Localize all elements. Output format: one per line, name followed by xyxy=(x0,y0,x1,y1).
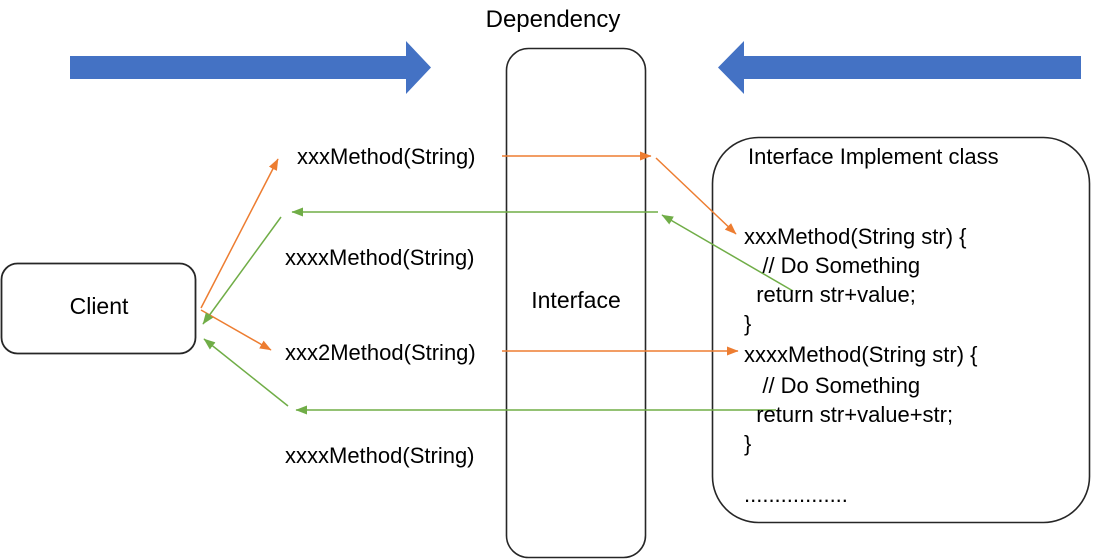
implementation-ellipsis: ................. xyxy=(744,482,848,507)
return-arrow-method1-to-interface xyxy=(661,214,794,292)
method-2-return: return str+value+str; xyxy=(744,402,954,427)
diagram-title: Dependency xyxy=(485,6,621,33)
call-label-1: xxxMethod(String) xyxy=(297,144,476,169)
call-arrow-client-to-label2 xyxy=(200,309,272,351)
call-label-2: xxx2Method(String) xyxy=(285,340,476,365)
left-dependency-arrow xyxy=(70,41,431,94)
method-1-signature: xxxMethod(String str) { xyxy=(744,224,967,249)
call-arrow-interface-to-method1 xyxy=(655,157,737,235)
client-box xyxy=(0,262,197,355)
implementation-title: Interface Implement class xyxy=(748,144,999,169)
implementation-box xyxy=(711,136,1091,524)
method-1-return: return str+value; xyxy=(744,282,916,307)
call-arrow-client-to-label1 xyxy=(200,158,279,309)
method-1-comment: // Do Something xyxy=(744,253,921,278)
method-2-signature: xxxxMethod(String str) { xyxy=(744,342,978,367)
right-dependency-arrow xyxy=(718,41,1081,94)
return-arrow-label1-to-client xyxy=(202,216,282,325)
return-label-2: xxxxMethod(String) xyxy=(285,443,475,468)
method-2-close: } xyxy=(744,431,752,456)
return-label-1: xxxxMethod(String) xyxy=(285,245,475,270)
client-label: Client xyxy=(69,293,129,319)
interface-box xyxy=(505,47,647,559)
method-2-comment: // Do Something xyxy=(744,373,921,398)
interface-label: Interface xyxy=(531,287,621,313)
return-arrow-label2-to-client xyxy=(203,338,289,407)
method-1-close: } xyxy=(744,311,752,336)
